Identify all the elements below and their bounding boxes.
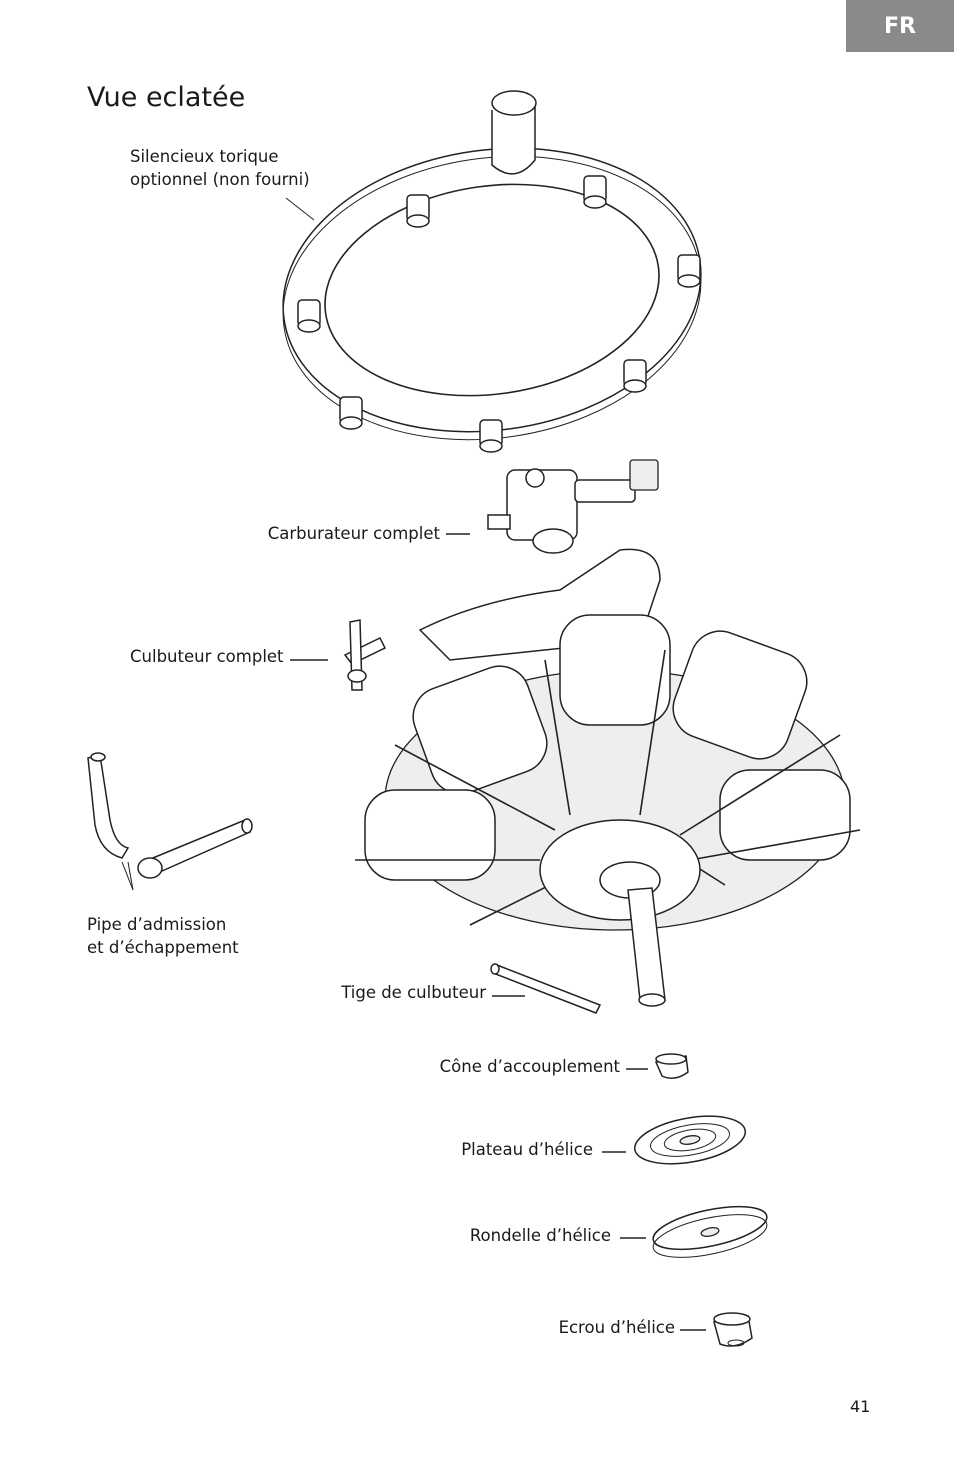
- language-tab: FR: [846, 0, 954, 52]
- prop-nut-drawing: [713, 1312, 753, 1347]
- pipes-label-line2: et d’échappement: [87, 938, 239, 957]
- ring-muffler-drawing: [282, 90, 702, 453]
- pushrod-label: Tige de culbuteur: [341, 983, 486, 1002]
- radial-engine-drawing: [355, 548, 861, 1007]
- rocker-label: Culbuteur complet: [130, 647, 284, 666]
- pushrod-drawing: [490, 963, 602, 1014]
- carburetor-drawing: [487, 459, 659, 554]
- page-number: 41: [850, 1397, 871, 1416]
- prop-plate-drawing: [633, 1115, 747, 1165]
- prop-washer-label: Rondelle d’hélice: [469, 1226, 611, 1245]
- rocker-arm-drawing: [343, 619, 387, 691]
- pipes-label: Pipe d’admission et d’échappement: [87, 913, 239, 959]
- pipes-label-line1: Pipe d’admission: [87, 915, 227, 934]
- intake-exhaust-pipes-drawing: [87, 752, 253, 879]
- muffler-label-line2: optionnel (non fourni): [130, 170, 310, 189]
- prop-washer-drawing: [652, 1205, 768, 1258]
- prop-plate-label: Plateau d’hélice: [461, 1140, 593, 1159]
- coupling-cone-drawing: [654, 1053, 689, 1079]
- page-title: Vue eclatée: [87, 82, 246, 113]
- muffler-label: Silencieux torique optionnel (non fourni…: [130, 145, 310, 191]
- carburetor-label: Carburateur complet: [267, 524, 440, 543]
- cone-label: Cône d’accouplement: [439, 1057, 620, 1076]
- muffler-label-line1: Silencieux torique: [130, 147, 279, 166]
- prop-nut-label: Ecrou d’hélice: [558, 1318, 675, 1337]
